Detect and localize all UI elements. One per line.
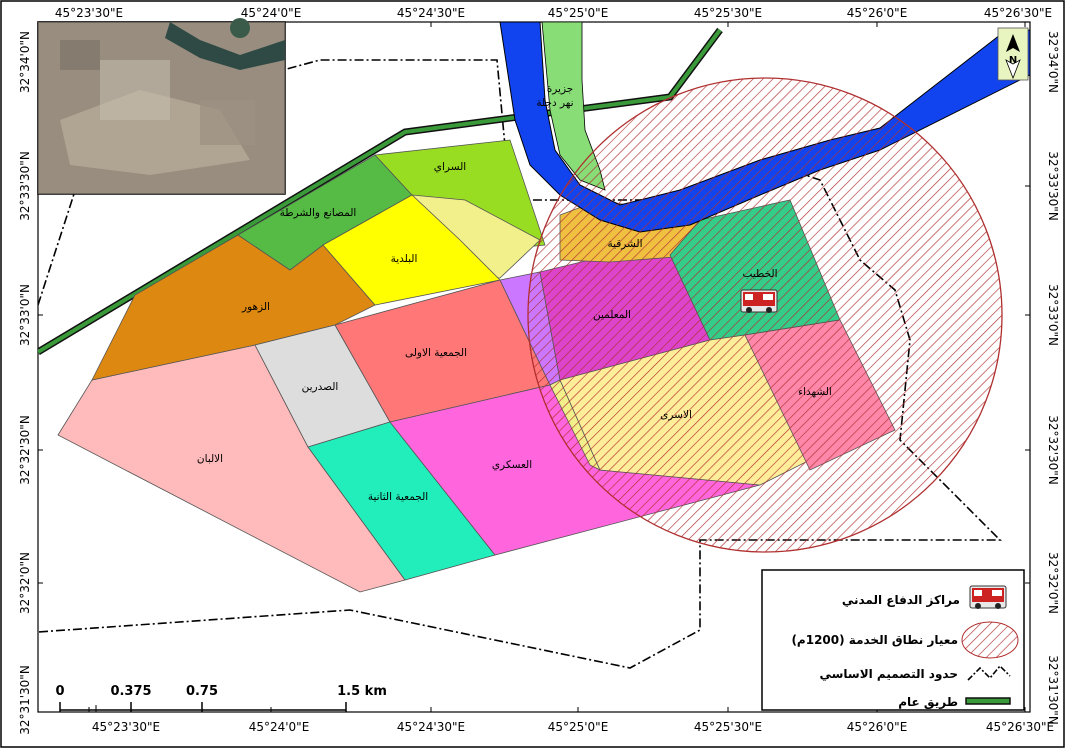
coord-right-1: 32°34'0"N [1046,31,1060,93]
satellite-inset [37,18,286,195]
scale-label-2: 0.75 [186,684,218,699]
legend-design-boundary: حدود التصميم الاساسي [819,667,958,682]
coord-left-5: 32°32'0"N [18,552,32,614]
scale-label-3: 1.5 km [337,684,387,699]
scale-bar: 0 0.375 0.75 1.5 km [55,684,387,712]
label-municipality: البلدية [391,253,418,265]
coord-right-3: 32°33'0"N [1046,284,1060,346]
coord-bottom-5: 45°25'30"E [694,720,762,734]
coord-left-2: 32°33'30"N [18,151,32,221]
coord-top-5: 45°25'30"E [694,6,762,20]
coord-left-1: 32°34'0"N [18,31,32,93]
coord-top-2: 45°24'0"E [241,6,302,20]
coord-top-3: 45°24'30"E [397,6,465,20]
label-alsadrain: الصدرين [302,381,339,393]
coord-left-4: 32°32'30"N [18,415,32,485]
coord-top-7: 45°26'30"E [984,6,1052,20]
label-alsaray: السراي [434,161,466,173]
coord-left-6: 32°31'30"N [18,665,32,735]
service-range-circle [527,77,1003,553]
coord-top-1: 45°23'30"E [55,6,123,20]
legend-design-boundary-swatch [967,664,1011,681]
label-eastern: الشرقية [607,238,642,250]
legend-public-road: طريق عام [898,695,958,710]
scale-label-1: 0.375 [110,684,151,699]
label-alalban: الالبان [197,453,223,465]
label-alkhatib: الخطيب [743,268,778,280]
label-teachers: المعلمين [593,309,631,321]
north-label: N [1009,55,1017,66]
north-arrow: N [997,27,1029,81]
fire-truck-icon [740,289,778,313]
coord-bottom-3: 45°24'30"E [397,720,465,734]
district-municipality [322,194,501,306]
label-first-association: الجمعية الاولى [405,347,467,359]
legend-public-road-swatch [965,697,1011,705]
scale-label-0: 0 [55,684,64,699]
legend-service-range: معيار نطاق الخدمة (1200م) [791,633,958,648]
coord-bottom-6: 45°26'0"E [847,720,908,734]
coord-bottom-7: 45°26'30"E [986,720,1054,734]
label-island-1: جزيرة [547,83,574,95]
coord-bottom-1: 45°23'30"E [92,720,160,734]
label-martyrs: الشهداء [798,386,832,398]
coord-top-4: 45°25'0"E [548,6,609,20]
legend-service-range-swatch [961,621,1019,659]
coord-top-6: 45°26'0"E [847,6,908,20]
coord-bottom-4: 45°25'0"E [548,720,609,734]
legend-civil-defense: مراكز الدفاع المدني [842,593,960,607]
label-alaskari: العسكري [492,459,532,471]
label-island-2: نهر دجلة [536,97,573,109]
legend-fire-truck-icon [969,585,1007,609]
coord-right-4: 32°32'30"N [1046,415,1060,485]
label-factories-police: المصانع والشرطة [280,207,357,219]
coord-bottom-2: 45°24'0"E [249,720,310,734]
coord-right-5: 32°32'0"N [1046,552,1060,614]
label-alzuhur: الزهور [241,301,270,313]
label-second-association: الجمعية الثانية [368,491,428,503]
coord-right-6: 32°31'30"N [1046,655,1060,725]
legend: مراكز الدفاع المدني معيار نطاق الخدمة (1… [761,569,1025,711]
coord-left-3: 32°33'0"N [18,284,32,346]
coord-right-2: 32°33'30"N [1046,151,1060,221]
label-alasra: الاسرى [660,409,692,421]
